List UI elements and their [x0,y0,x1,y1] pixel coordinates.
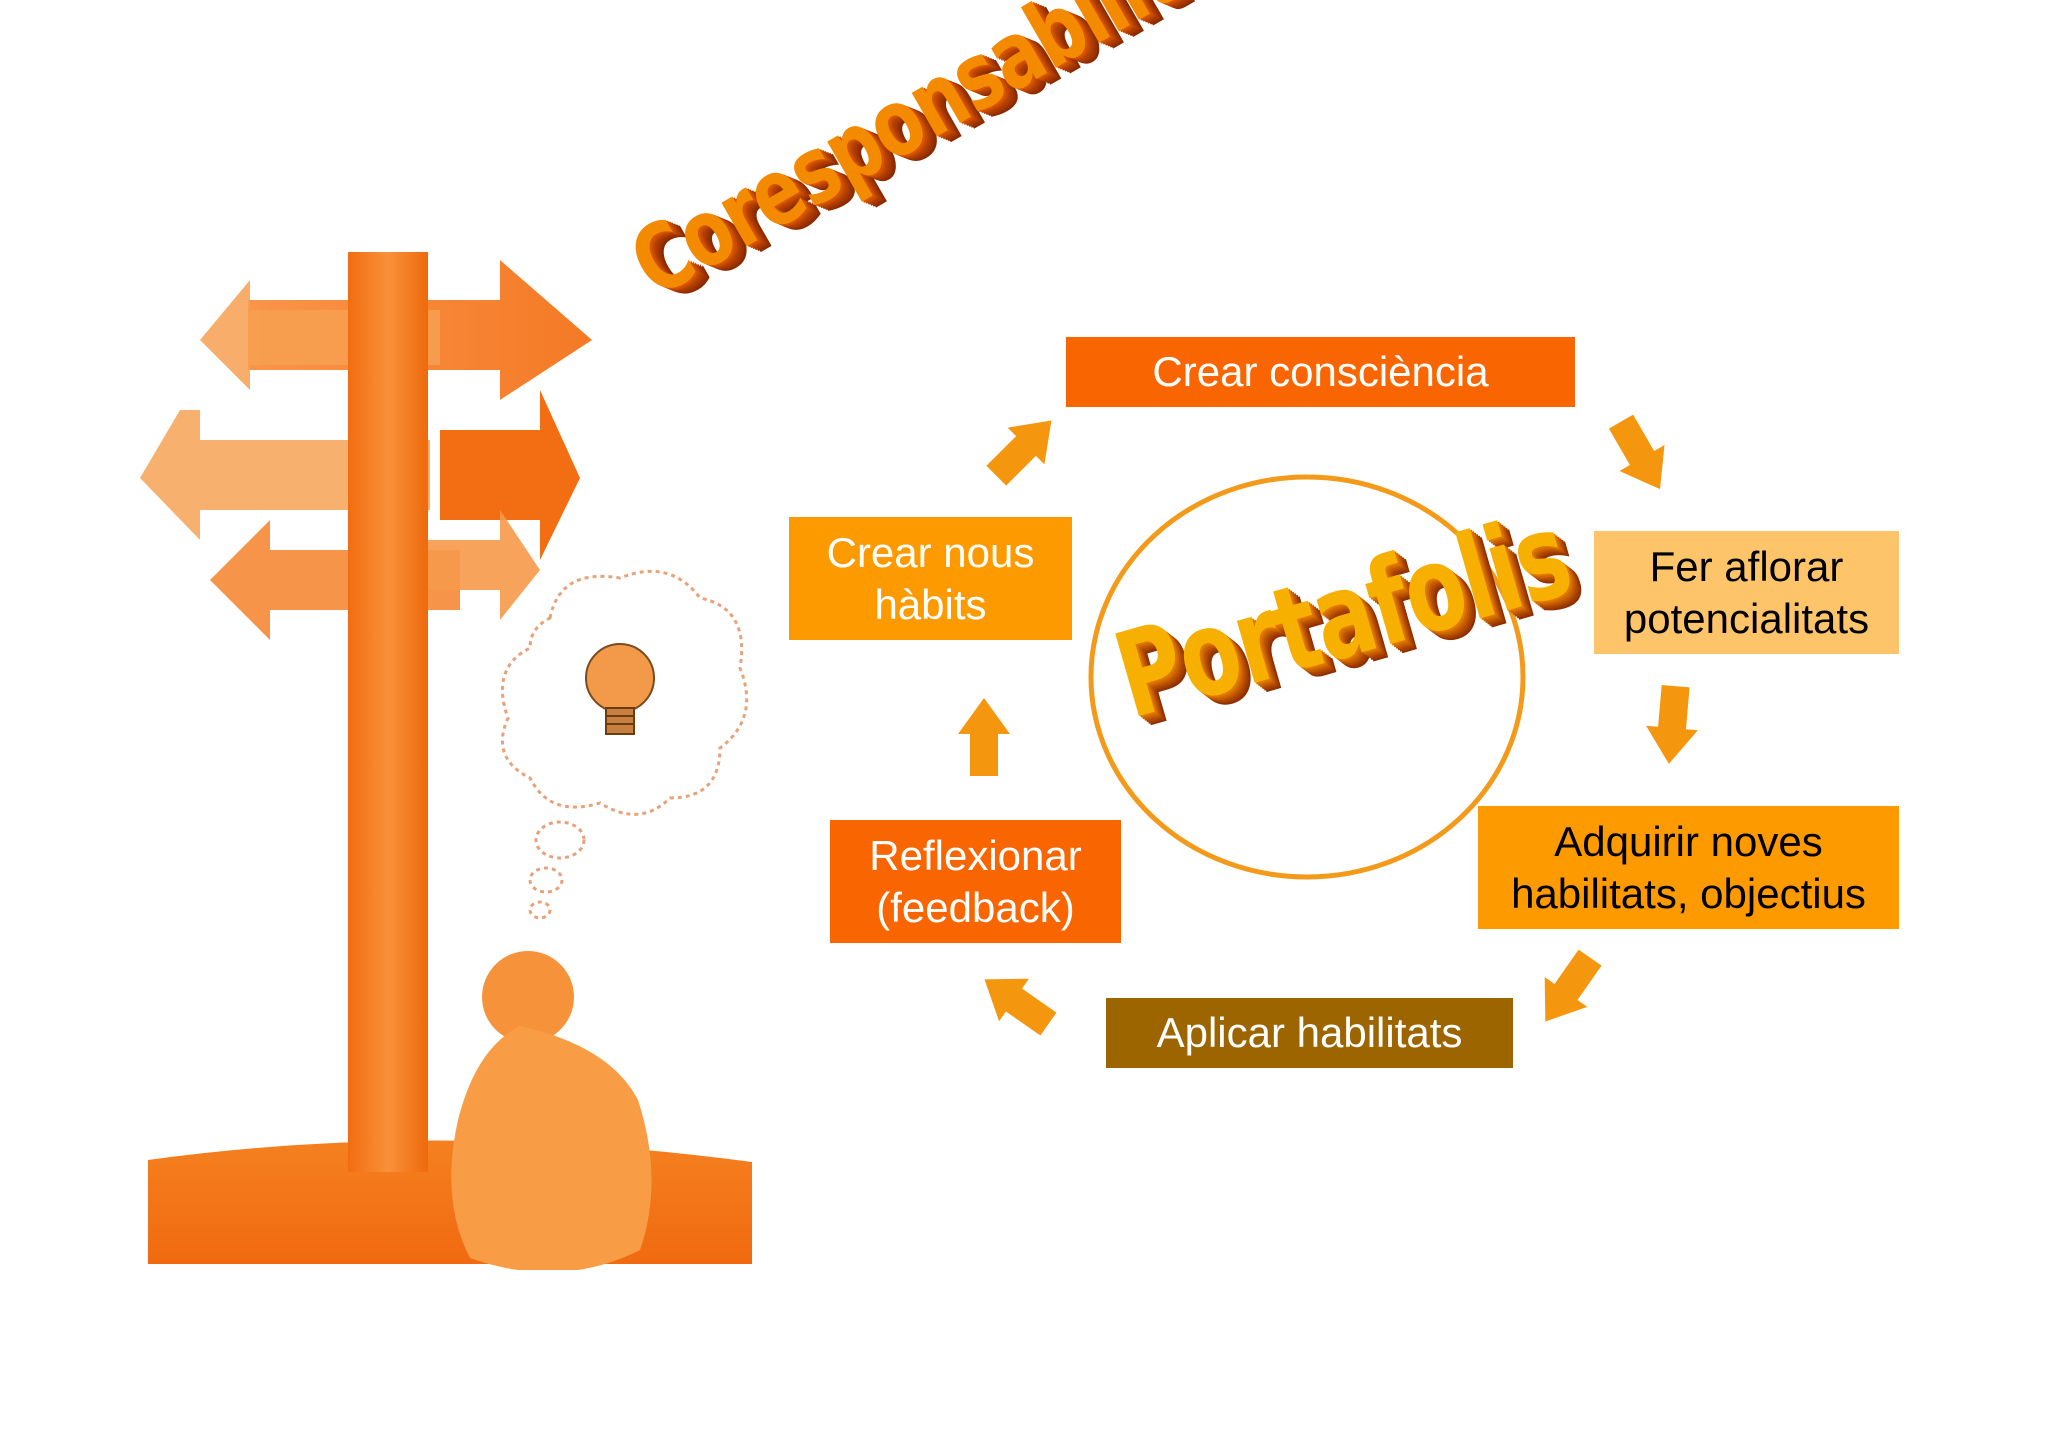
person-head [482,951,574,1043]
center-ring [1088,474,1526,880]
signpost-arrow [440,390,580,560]
cycle-step-label: Aplicar habilitats [1156,1009,1463,1056]
cycle-arrow-icon [1646,684,1698,764]
signpost-pole [348,252,428,1172]
cycle-step-label: Fer aflorar potencialitats [1623,542,1870,642]
cycle-step-fer-aflorar: Fer aflorar potencialitats [1594,531,1899,654]
cycle-arrow-icon [958,698,1010,776]
cycle-step-reflexionar: Reflexionar (feedback) [830,820,1121,943]
cycle-step-crear-consciencia: Crear consciència [1066,337,1575,407]
cycle-step-label: Reflexionar (feedback) [869,831,1082,931]
person-body [451,1026,652,1270]
signpost-arrow [380,510,540,620]
lightbulb-icon [585,643,655,735]
cycle-step-label: Crear nous hàbits [826,528,1035,628]
cycle-arrow-icon [1608,414,1665,490]
cycle-step-crear-habits: Crear nous hàbits [789,517,1072,640]
thought-cloud-icon [500,569,749,920]
cycle-step-label: Crear consciència [1152,348,1489,395]
cycle-arrow-icon [1544,949,1602,1022]
cycle-arrow-icon [986,420,1052,486]
cycle-step-aplicar: Aplicar habilitats [1106,998,1513,1068]
cycle-arrow-icon [984,978,1057,1036]
signpost-illustration [140,252,752,1270]
cycle-step-label: Adquirir noves habilitats, objectius [1511,817,1866,917]
cycle-step-adquirir: Adquirir noves habilitats, objectius [1478,806,1899,929]
